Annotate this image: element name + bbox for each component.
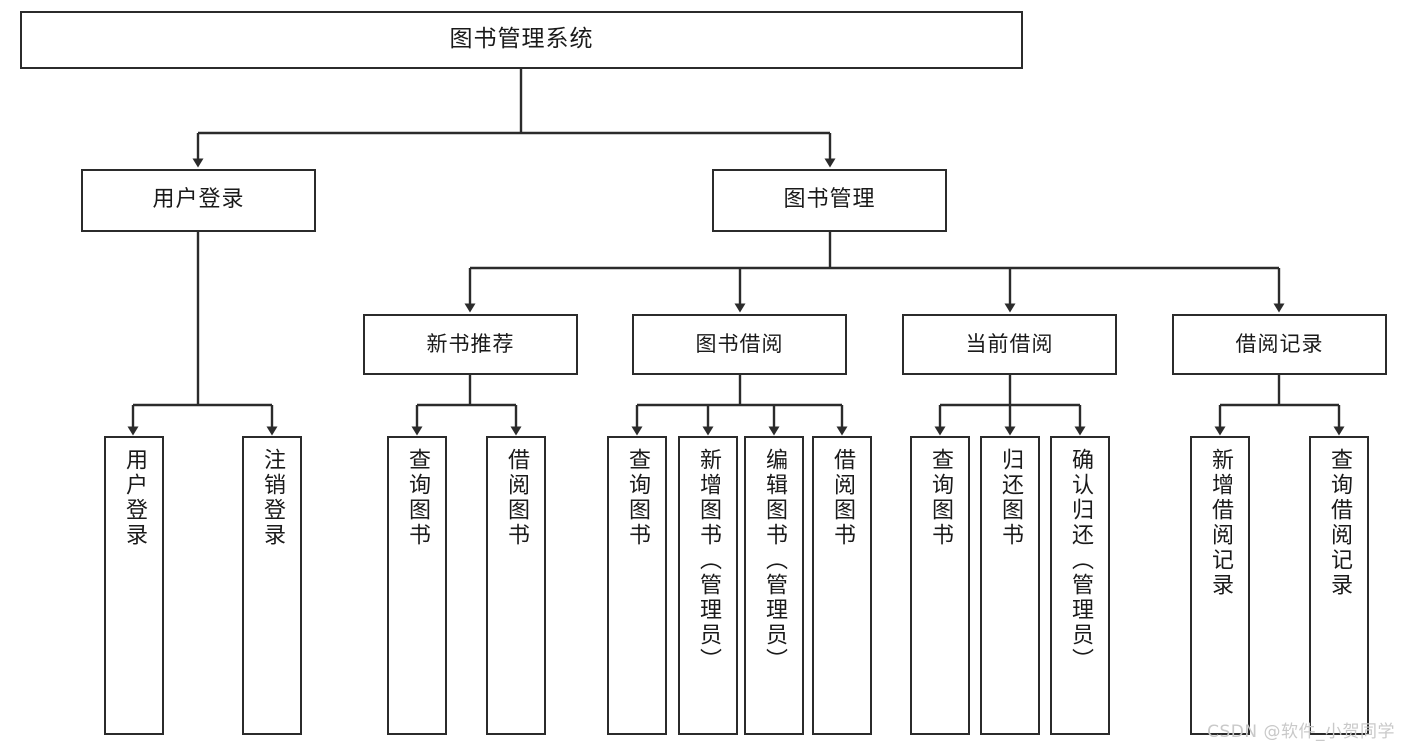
node-book-management[interactable]: 图书管理	[712, 169, 947, 232]
node-label: 新书推荐	[426, 331, 515, 356]
node-label: 查询借阅记录	[1327, 448, 1352, 598]
csdn-watermark: CSDN @软件_小贺同学	[1207, 722, 1395, 742]
node-label: 图书管理系统	[449, 26, 594, 53]
node-leaf-add-book-admin[interactable]: 新增图书（管理员）	[678, 436, 738, 735]
node-label: 注销登录	[260, 448, 285, 548]
node-label: 新增图书（管理员）	[696, 448, 721, 673]
node-label: 查询图书	[928, 448, 953, 548]
node-label: 用户登录	[122, 448, 147, 548]
node-label: 查询图书	[405, 448, 430, 548]
node-user-login[interactable]: 用户登录	[81, 169, 316, 232]
node-label: 图书管理	[783, 187, 876, 213]
node-leaf-query-book-current[interactable]: 查询图书	[910, 436, 970, 735]
node-label: 查询图书	[625, 448, 650, 548]
node-leaf-borrow-book-recommend[interactable]: 借阅图书	[486, 436, 546, 735]
node-leaf-borrow-book[interactable]: 借阅图书	[812, 436, 872, 735]
node-leaf-user-login[interactable]: 用户登录	[104, 436, 164, 735]
node-borrow-record[interactable]: 借阅记录	[1172, 314, 1387, 375]
node-current-borrow[interactable]: 当前借阅	[902, 314, 1117, 375]
node-label: 借阅图书	[830, 448, 855, 548]
node-leaf-return-book[interactable]: 归还图书	[980, 436, 1040, 735]
node-leaf-query-book-recommend[interactable]: 查询图书	[387, 436, 447, 735]
node-label: 确认归还（管理员）	[1068, 448, 1093, 673]
node-label: 当前借阅	[965, 331, 1054, 356]
node-book-borrow[interactable]: 图书借阅	[632, 314, 847, 375]
node-leaf-confirm-return-admin[interactable]: 确认归还（管理员）	[1050, 436, 1110, 735]
node-label: 借阅图书	[504, 448, 529, 548]
node-label: 用户登录	[152, 187, 245, 213]
node-label: 借阅记录	[1235, 331, 1324, 356]
node-label: 编辑图书（管理员）	[762, 448, 787, 673]
node-leaf-query-borrow-record[interactable]: 查询借阅记录	[1309, 436, 1369, 735]
node-label: 图书借阅	[695, 331, 784, 356]
node-label: 新增借阅记录	[1208, 448, 1233, 598]
node-leaf-query-book-borrow[interactable]: 查询图书	[607, 436, 667, 735]
node-new-book-recommend[interactable]: 新书推荐	[363, 314, 578, 375]
node-label: 归还图书	[998, 448, 1023, 548]
node-leaf-edit-book-admin[interactable]: 编辑图书（管理员）	[744, 436, 804, 735]
node-root-book-management-system[interactable]: 图书管理系统	[20, 11, 1023, 69]
node-leaf-logout-login[interactable]: 注销登录	[242, 436, 302, 735]
node-leaf-add-borrow-record[interactable]: 新增借阅记录	[1190, 436, 1250, 735]
